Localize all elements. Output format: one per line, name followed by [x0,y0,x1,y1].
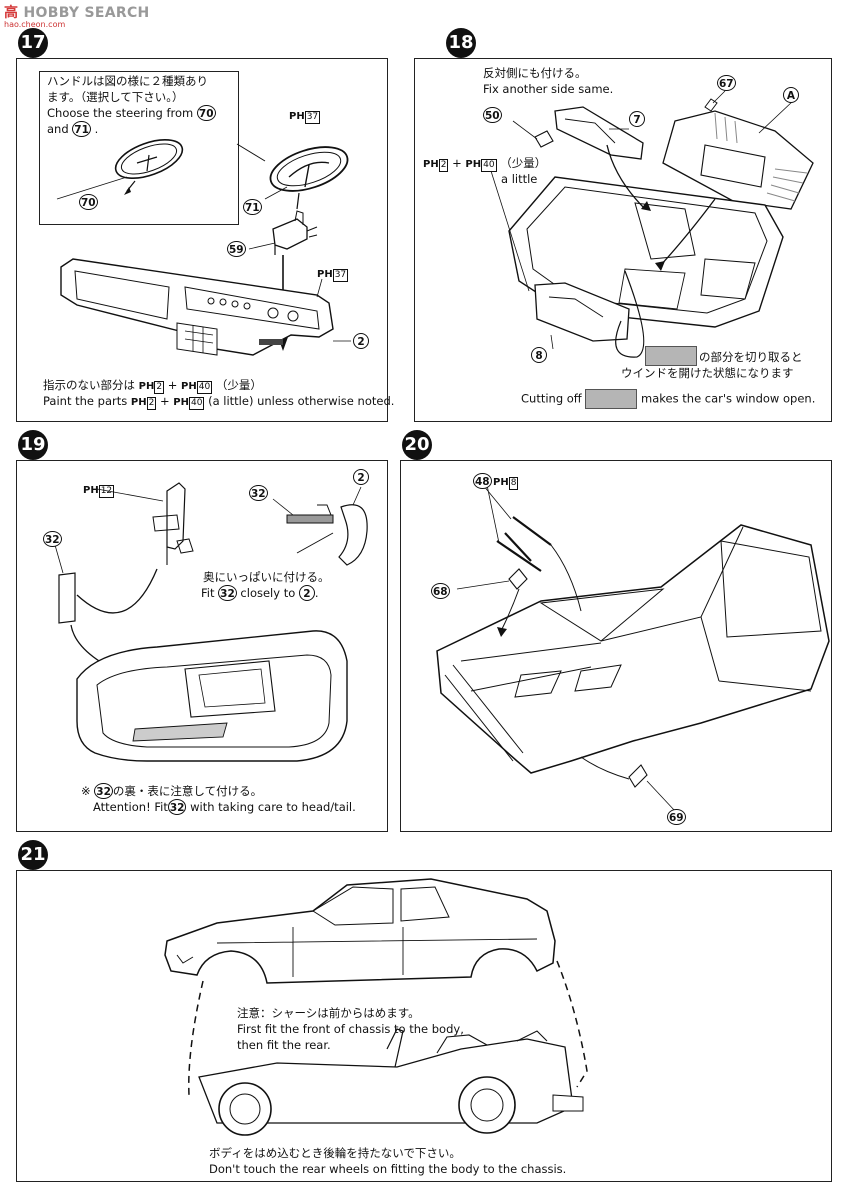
chassis-note-en-1: First fit the front of chassis to the bo… [237,1022,464,1036]
fix-other-side-en: Fix another side same. [483,82,614,96]
step-number-17: 17 [18,28,48,58]
steering-note-en-1: Choose the steering from 70 [47,105,216,121]
chassis-note-en-2: then fit the rear. [237,1038,331,1052]
fix-other-side-jp: 反対側にも付ける。 [483,66,587,80]
a-little-label: a little [501,172,538,186]
step-21-illustration [164,878,588,1136]
cut-off-jp-2: ウインドを開けた状態になります [621,366,794,380]
part-7-callout: 7 [629,111,645,127]
step-21-panel: 注意：シャーシは前からはめます。 First fit the front of … [16,870,832,1182]
part-32-callout-right: 32 [249,485,268,501]
chassis-note-jp: 注意：シャーシは前からはめます。 [237,1006,420,1020]
step-20-illustration [436,484,830,812]
step-17-panel: ハンドルは図の様に２種類あり ます。（選択して下さい。） Choose the … [16,58,394,422]
fit-closely-en: Fit 32 closely to 2. [201,585,319,601]
step-17-illustration [56,138,351,356]
step-number-21: 21 [18,840,48,870]
cut-off-jp-1: の部分を切り取ると [699,350,803,364]
part-59-callout: 59 [227,241,246,257]
part-50-callout: 50 [483,107,502,123]
part-71-label: 71 [72,121,91,137]
cut-off-swatch-1 [645,345,697,366]
part-32-callout-left: 32 [43,531,62,547]
cut-off-en: Cutting off makes the car's window open. [521,389,815,409]
fit-closely-jp: 奥にいっぱいに付ける。 [203,570,330,584]
step-19-illustration [54,482,368,762]
rear-wheel-note-en: Don't touch the rear wheels on fitting t… [209,1162,567,1176]
step-18-panel: 反対側にも付ける。 Fix another side same. [414,58,832,422]
watermark-logo: 高 HOBBY SEARCH [4,5,150,21]
part-69-callout: 69 [667,809,686,825]
steering-note-jp-1: ハンドルは図の様に２種類あり [47,74,208,88]
steering-choice-box [39,71,239,225]
part-48-callout: 48 [473,473,492,489]
part-8-callout: 8 [531,347,547,363]
step-number-20: 20 [402,430,432,460]
rear-wheel-note-jp: ボディをはめ込むとき後輪を持たないで下さい。 [209,1146,461,1160]
steering-note-en-2: and 71 . [47,121,99,137]
steering-note-jp-2: ます。（選択して下さい。） [47,90,184,104]
step-number-18: 18 [446,28,476,58]
part-70-label: 70 [196,105,216,121]
part-A-callout: A [783,87,799,103]
part-70-callout: 70 [79,194,98,210]
watermark-url: hao.cheon.com [4,20,66,29]
part-2-callout: 2 [353,333,369,349]
part-2-callout: 2 [353,469,369,485]
step-number-19: 19 [18,430,48,460]
part-68-callout: 68 [431,583,450,599]
part-71-callout: 71 [243,199,262,215]
step-18-illustration [490,90,814,358]
part-67-callout: 67 [717,75,736,91]
